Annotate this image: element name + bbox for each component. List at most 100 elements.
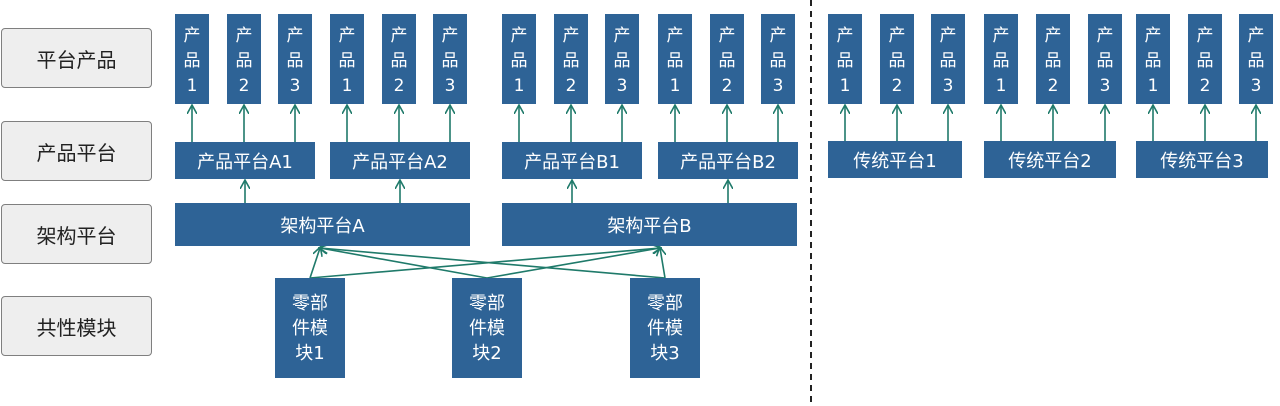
product-box-20-c2: 品 bbox=[1196, 50, 1214, 71]
product-box-13-num: 1 bbox=[839, 75, 851, 96]
module-2-line3: 块2 bbox=[472, 342, 502, 364]
arrow-module-2-to-arch-b bbox=[486, 248, 660, 279]
product-box-12-c1: 产 bbox=[769, 25, 787, 46]
product-box-16-num: 1 bbox=[995, 75, 1007, 96]
product-box-4-c2: 品 bbox=[338, 50, 356, 71]
module-1: 零部 件模 块1 bbox=[275, 278, 345, 378]
arrow-module-3-to-arch-a bbox=[320, 248, 666, 279]
product-box-11-num: 2 bbox=[721, 75, 733, 96]
product-box-13-c1: 产 bbox=[836, 25, 854, 46]
product-box-9-c2: 品 bbox=[613, 50, 631, 71]
product-box-19-num: 1 bbox=[1147, 75, 1159, 96]
product-box-9: 产品 3 bbox=[605, 14, 639, 104]
product-box-16-c2: 品 bbox=[992, 50, 1010, 71]
product-box-18-c2: 品 bbox=[1096, 50, 1114, 71]
product-box-7-c2: 品 bbox=[510, 50, 528, 71]
module-3-line1: 零部 bbox=[647, 292, 683, 314]
product-box-1: 产品 1 bbox=[175, 14, 209, 104]
product-box-17-c1: 产 bbox=[1044, 25, 1062, 46]
product-box-21-c1: 产 bbox=[1247, 25, 1265, 46]
arrow-module-3-to-arch-b bbox=[660, 248, 665, 279]
module-1-line1: 零部 bbox=[292, 292, 328, 314]
product-box-3-c1: 产 bbox=[286, 25, 304, 46]
product-box-19-c1: 产 bbox=[1144, 25, 1162, 46]
row-label-architecture-platform: 架构平台 bbox=[1, 204, 152, 264]
arrow-module-1-to-arch-a bbox=[309, 248, 320, 279]
product-box-13-c2: 品 bbox=[836, 50, 854, 71]
product-box-18: 产品 3 bbox=[1088, 14, 1122, 104]
product-platform-b2: 产品平台B2 bbox=[658, 142, 798, 179]
product-box-8-c2: 品 bbox=[562, 50, 580, 71]
architecture-platform-a: 架构平台A bbox=[175, 203, 470, 246]
traditional-platform-3: 传统平台3 bbox=[1136, 141, 1268, 178]
product-box-10-num: 1 bbox=[669, 75, 681, 96]
product-box-2-c1: 产 bbox=[235, 25, 253, 46]
product-box-20-c1: 产 bbox=[1196, 25, 1214, 46]
product-box-2: 产品 2 bbox=[227, 14, 261, 104]
product-box-21-num: 3 bbox=[1250, 75, 1262, 96]
module-3-line3: 块3 bbox=[650, 342, 680, 364]
product-box-7-c1: 产 bbox=[510, 25, 528, 46]
product-box-3-num: 3 bbox=[289, 75, 301, 96]
module-1-line2: 件模 bbox=[292, 317, 328, 339]
product-box-12-c2: 品 bbox=[769, 50, 787, 71]
product-box-9-num: 3 bbox=[616, 75, 628, 96]
product-box-18-c1: 产 bbox=[1096, 25, 1114, 46]
product-box-2-c2: 品 bbox=[235, 50, 253, 71]
product-box-8: 产品 2 bbox=[554, 14, 588, 104]
product-box-4: 产品 1 bbox=[330, 14, 364, 104]
arrow-module-2-to-arch-a bbox=[320, 248, 488, 279]
module-2-line1: 零部 bbox=[469, 292, 505, 314]
product-box-5-c1: 产 bbox=[390, 25, 408, 46]
product-box-1-num: 1 bbox=[186, 75, 198, 96]
product-box-10: 产品 1 bbox=[658, 14, 692, 104]
product-box-5-c2: 品 bbox=[390, 50, 408, 71]
product-box-13: 产品 1 bbox=[828, 14, 862, 104]
product-box-8-num: 2 bbox=[565, 75, 577, 96]
product-box-20-num: 2 bbox=[1199, 75, 1211, 96]
product-box-7-num: 1 bbox=[513, 75, 525, 96]
product-box-2-num: 2 bbox=[238, 75, 250, 96]
product-box-4-num: 1 bbox=[341, 75, 353, 96]
product-box-11-c2: 品 bbox=[718, 50, 736, 71]
product-box-6-num: 3 bbox=[444, 75, 456, 96]
product-box-15-c2: 品 bbox=[939, 50, 957, 71]
product-box-10-c2: 品 bbox=[666, 50, 684, 71]
row-label-product-platform: 产品平台 bbox=[1, 121, 152, 181]
product-box-4-c1: 产 bbox=[338, 25, 356, 46]
traditional-platform-1: 传统平台1 bbox=[828, 141, 962, 178]
product-box-17-num: 2 bbox=[1047, 75, 1059, 96]
product-box-5: 产品 2 bbox=[382, 14, 416, 104]
product-box-14-c2: 品 bbox=[888, 50, 906, 71]
product-platform-b1: 产品平台B1 bbox=[502, 142, 642, 179]
product-box-15-num: 3 bbox=[942, 75, 954, 96]
product-box-21-c2: 品 bbox=[1247, 50, 1265, 71]
product-box-5-num: 2 bbox=[393, 75, 405, 96]
product-box-1-c2: 品 bbox=[183, 50, 201, 71]
module-2: 零部 件模 块2 bbox=[452, 278, 522, 378]
architecture-platform-b: 架构平台B bbox=[502, 203, 797, 246]
product-box-20: 产品 2 bbox=[1188, 14, 1222, 104]
product-box-9-c1: 产 bbox=[613, 25, 631, 46]
product-box-1-c1: 产 bbox=[183, 25, 201, 46]
module-1-line3: 块1 bbox=[295, 342, 325, 364]
module-3-line2: 件模 bbox=[647, 317, 683, 339]
product-box-10-c1: 产 bbox=[666, 25, 684, 46]
product-platform-a1: 产品平台A1 bbox=[175, 142, 315, 179]
product-box-19-c2: 品 bbox=[1144, 50, 1162, 71]
product-box-7: 产品 1 bbox=[502, 14, 536, 104]
row-label-common-modules: 共性模块 bbox=[1, 296, 152, 356]
product-box-18-num: 3 bbox=[1099, 75, 1111, 96]
product-box-15-c1: 产 bbox=[939, 25, 957, 46]
product-box-14-num: 2 bbox=[891, 75, 903, 96]
product-box-19: 产品 1 bbox=[1136, 14, 1170, 104]
product-box-6-c2: 品 bbox=[441, 50, 459, 71]
product-box-8-c1: 产 bbox=[562, 25, 580, 46]
